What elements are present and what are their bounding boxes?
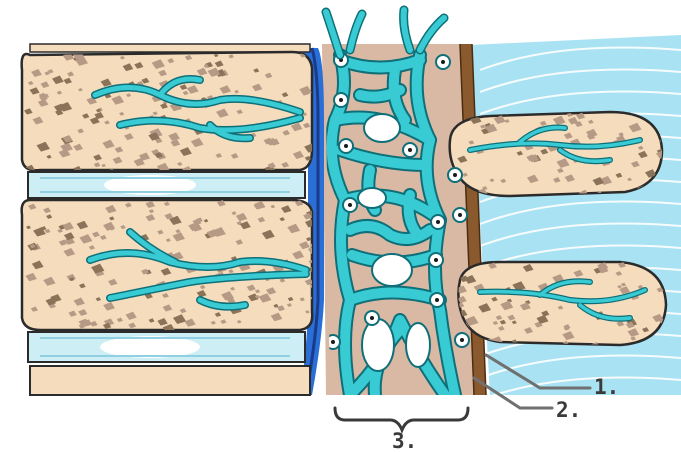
venous-valve-center [460,338,464,342]
venous-valve-center [458,213,462,217]
venous-valve-center [435,298,439,302]
venous-valve-center [436,220,440,224]
venous-valve-center [434,258,438,262]
vertebral-body-top [30,44,310,52]
canal-space [362,319,394,371]
intervertebral-disc-upper [28,172,305,198]
paraspinal-tissue [470,35,681,400]
vertebral-body-upper [22,51,317,173]
venous-valve-center [408,148,412,152]
venous-valve-center [344,144,348,148]
canal-space [364,114,400,142]
venous-valve-center [453,173,457,177]
venous-valve-center [348,203,352,207]
venous-valve-center [441,60,445,64]
callout-label-2: 2. [556,398,581,422]
canal-space [406,323,430,367]
nucleus-pulposus-lower [100,336,200,358]
callout-label-3: 3. [392,429,417,452]
vertebral-body-bottom [30,366,310,395]
venous-valve-center [331,340,335,344]
brace-bracket-icon [335,408,468,430]
intervertebral-disc-lower [28,332,305,362]
venous-valve-center [339,98,343,102]
canal-space [372,254,412,286]
callout-label-1: 1. [594,375,619,399]
venous-valve-center [370,316,374,320]
canal-space [358,188,386,208]
vertebral-arch-lower [456,261,672,351]
